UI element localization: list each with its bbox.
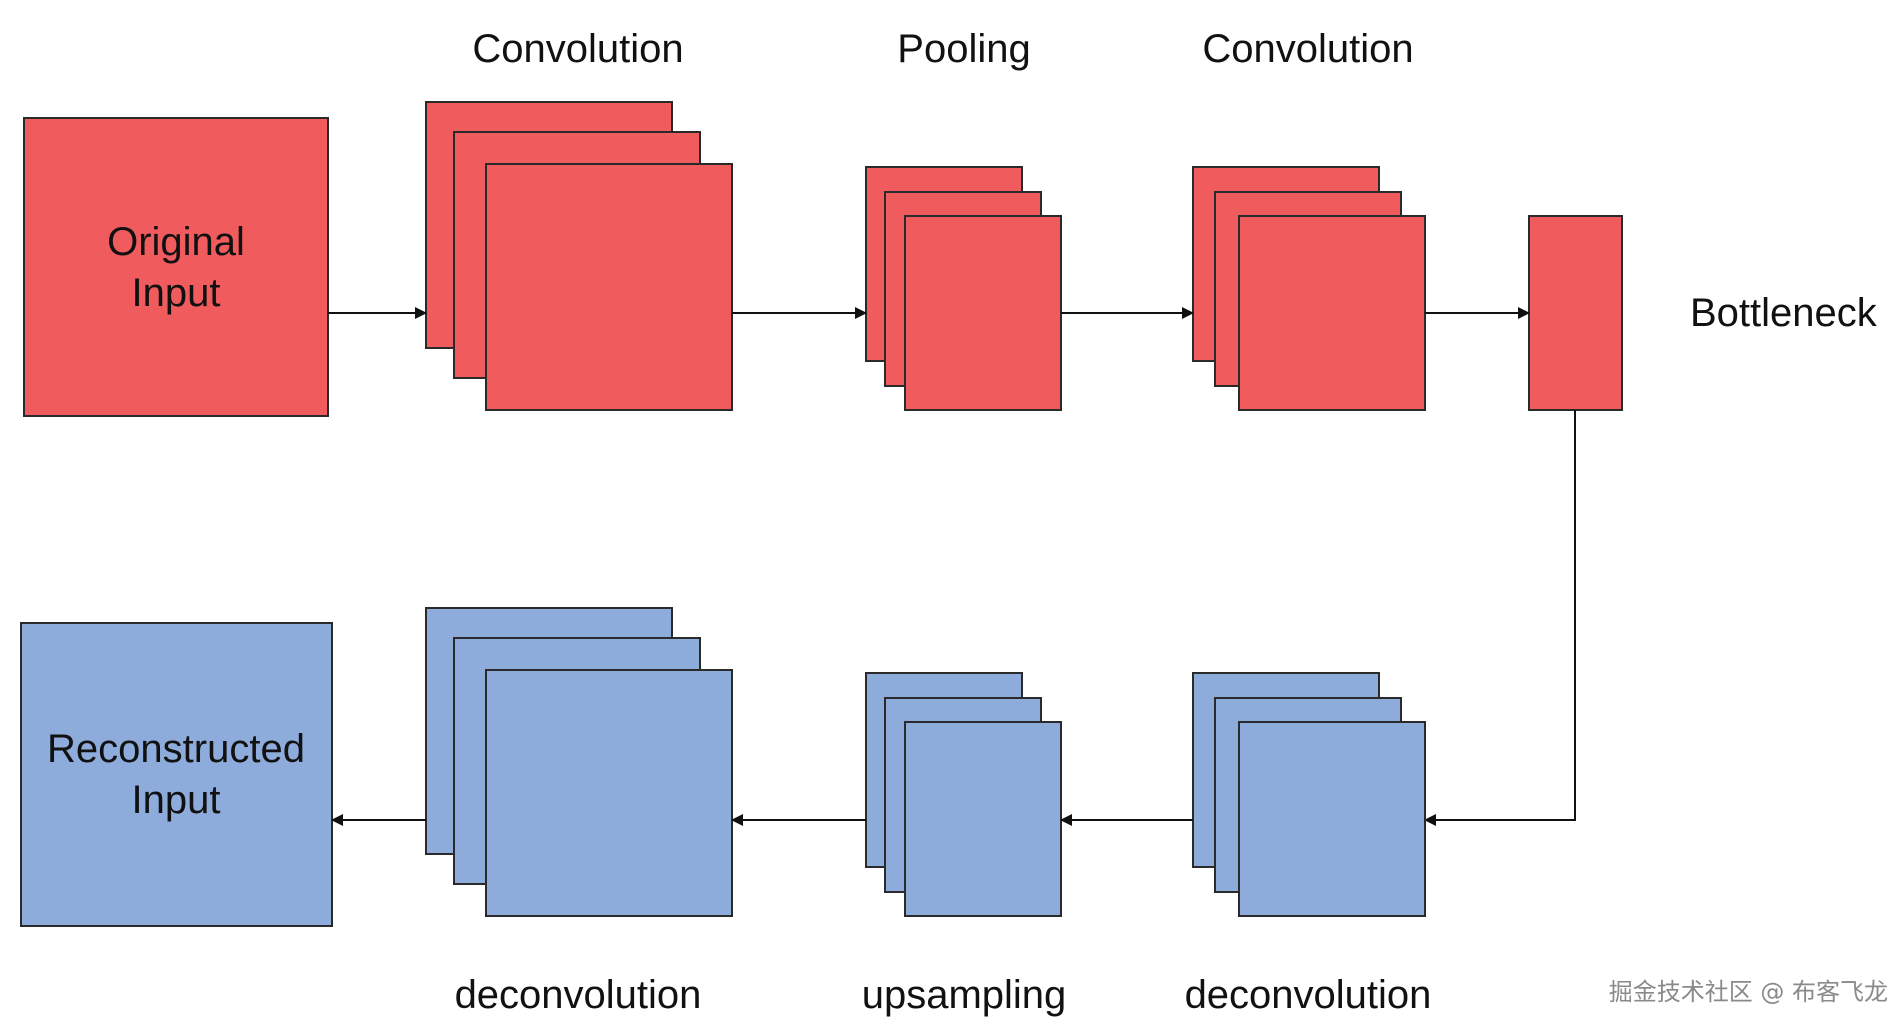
feature-map bbox=[485, 163, 733, 411]
stage-label-deconvolution-1: deconvolution bbox=[455, 973, 702, 1017]
convolution-stack-2 bbox=[1192, 166, 1426, 411]
stage-label-convolution-1: Convolution bbox=[472, 27, 683, 71]
bottleneck-label: Bottleneck bbox=[1690, 291, 1878, 335]
reconstructed-input-label-line2: Input bbox=[132, 778, 221, 822]
reconstructed-input-block bbox=[20, 622, 333, 927]
feature-map bbox=[1238, 215, 1426, 411]
pooling-stack bbox=[865, 166, 1062, 411]
stage-label-pooling: Pooling bbox=[897, 27, 1030, 71]
deconvolution-stack-2 bbox=[1192, 672, 1426, 917]
convolution-stack-1 bbox=[425, 101, 733, 411]
original-input-label-line2: Input bbox=[132, 271, 221, 315]
stage-label-deconvolution-2: deconvolution bbox=[1185, 973, 1432, 1017]
stage-label-upsampling: upsampling bbox=[862, 973, 1067, 1017]
bottleneck-block bbox=[1528, 215, 1623, 411]
original-input-label-line1: Original bbox=[107, 220, 245, 264]
arrow-bottleneck-to-deconv2 bbox=[1424, 410, 1576, 826]
feature-map bbox=[485, 669, 733, 917]
feature-map bbox=[904, 721, 1062, 917]
original-input-block bbox=[23, 117, 329, 417]
upsampling-stack bbox=[865, 672, 1062, 917]
stage-label-convolution-2: Convolution bbox=[1202, 27, 1413, 71]
reconstructed-input-label-line1: Reconstructed bbox=[47, 727, 305, 771]
feature-map bbox=[1238, 721, 1426, 917]
deconvolution-stack-1 bbox=[425, 607, 733, 917]
watermark-text: 掘金技术社区 @ 布客飞龙 bbox=[1609, 978, 1888, 1006]
feature-map bbox=[904, 215, 1062, 411]
